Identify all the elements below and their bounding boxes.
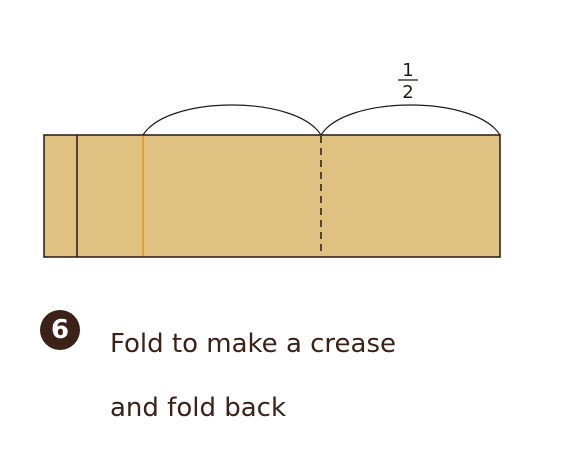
fold-illustration: 1 2 — [43, 60, 501, 258]
fraction-numerator: 1 — [402, 60, 413, 81]
fraction-denominator: 2 — [402, 82, 413, 103]
step-instruction-line-1: Fold to make a crease — [110, 329, 397, 359]
step-number-badge: 6 — [40, 310, 80, 350]
left-half-arc — [142, 104, 322, 136]
step-instruction: Fold to make a crease and fold back — [110, 296, 396, 456]
right-half-arc — [320, 104, 501, 136]
fold-diagram: 1 2 6 Fold to make a crease and fold bac… — [40, 60, 501, 423]
step-caption: 6 Fold to make a crease and fold back — [40, 296, 396, 456]
paper-strip — [43, 134, 501, 258]
step-number: 6 — [50, 315, 70, 345]
step-instruction-line-2: and fold back — [110, 393, 287, 423]
half-fraction: 1 2 — [398, 60, 418, 103]
